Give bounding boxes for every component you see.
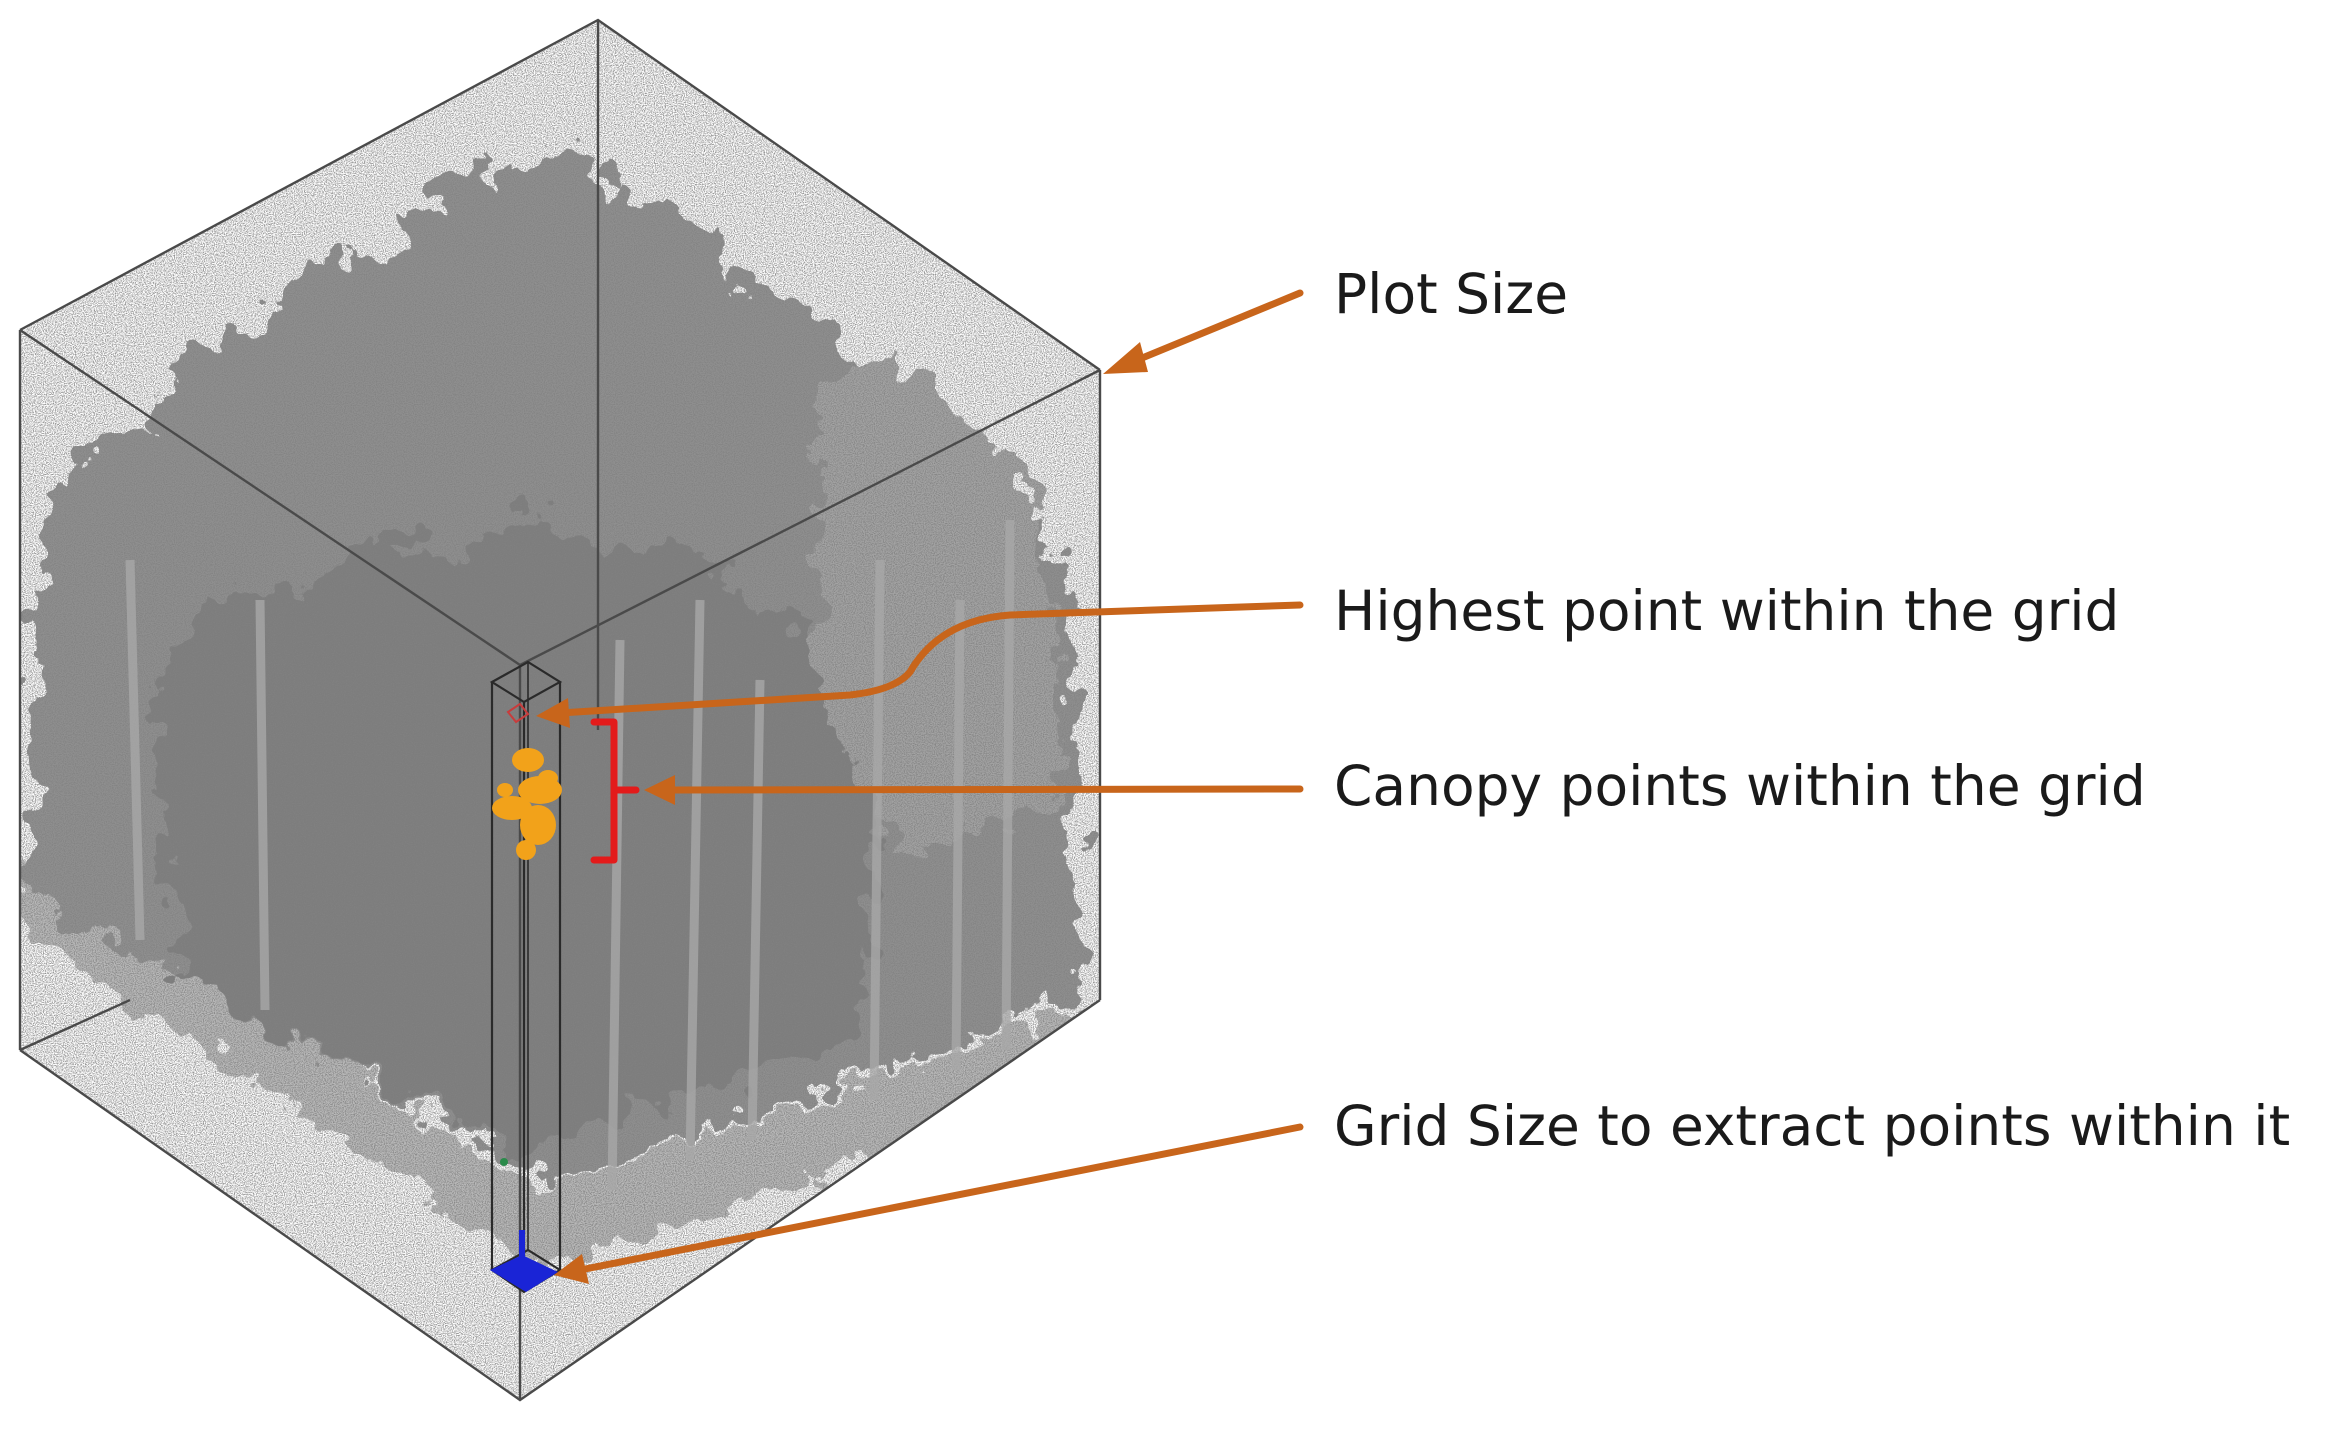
plot-size-arrow bbox=[1126, 289, 1304, 367]
callout-arrows bbox=[536, 289, 1304, 1284]
canopy-point-cluster bbox=[492, 748, 562, 860]
grid-size-label: Grid Size to extract points within it bbox=[1334, 1094, 2290, 1158]
canopy-points-label: Canopy points within the grid bbox=[1334, 754, 2146, 818]
highest-point-arrow bbox=[556, 601, 1304, 717]
highest-point-marker bbox=[506, 702, 530, 724]
point-cloud bbox=[20, 20, 1100, 1400]
grid-column bbox=[489, 660, 563, 1294]
grid-base-points bbox=[490, 1230, 558, 1292]
grid-size-arrow bbox=[576, 1123, 1304, 1274]
canopy-bracket bbox=[590, 718, 640, 864]
canopy-points-arrow bbox=[666, 785, 1304, 794]
highest-point-label: Highest point within the grid bbox=[1334, 579, 2119, 643]
plot-size-label: Plot Size bbox=[1334, 262, 1568, 326]
